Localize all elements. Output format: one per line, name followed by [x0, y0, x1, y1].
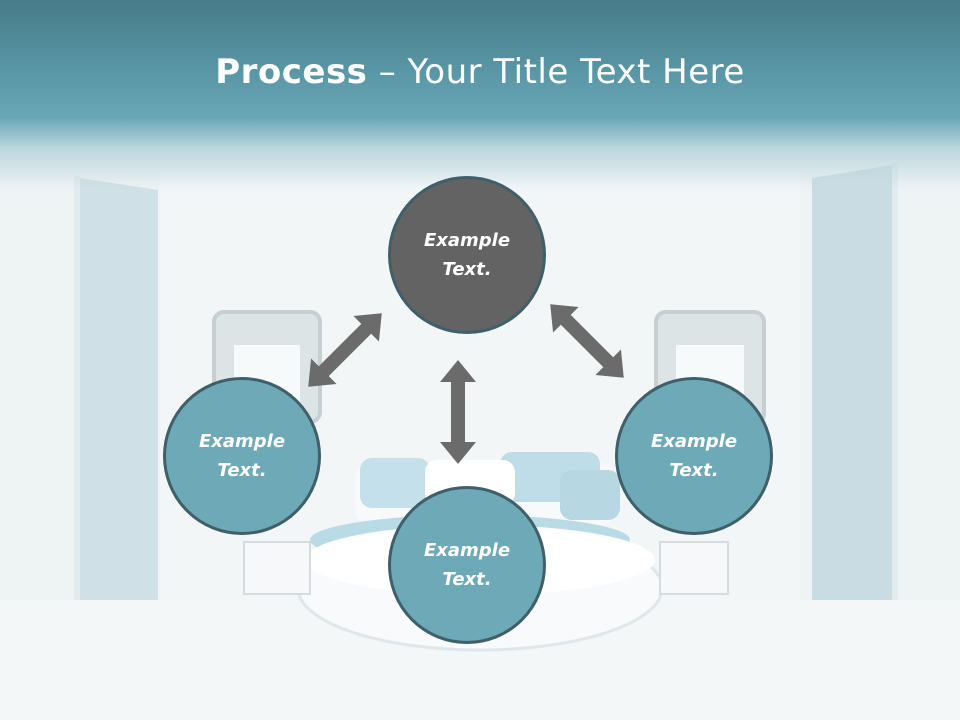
node-left-line2: Text. [217, 460, 267, 481]
arrow-vertical [440, 360, 476, 464]
node-bottom-line1: Example [423, 540, 511, 561]
header-band [0, 0, 960, 190]
node-right-line2: Text. [669, 460, 719, 481]
node-right-line1: Example [650, 431, 738, 452]
node-top-line1: Example [423, 230, 511, 251]
slide-title: Process – Your Title Text Here [0, 52, 960, 92]
arrow-top-left [295, 300, 395, 400]
node-top-line2: Text. [442, 259, 492, 280]
node-left-line1: Example [198, 431, 286, 452]
title-rest: – Your Title Text Here [367, 52, 745, 92]
title-bold: Process [215, 52, 368, 92]
node-bottom-line2: Text. [442, 569, 492, 590]
arrow-top-right [537, 291, 637, 391]
